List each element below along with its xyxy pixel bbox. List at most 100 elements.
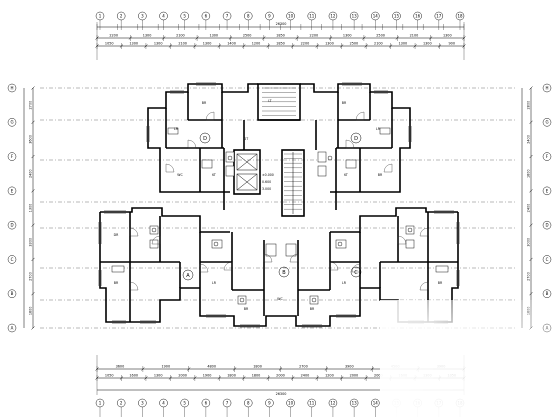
axis-bottom-label: 1 (99, 400, 102, 405)
fixture-bowl (213, 241, 219, 247)
axis-left-bubble (7, 289, 17, 298)
axis-bottom-bubble (95, 398, 105, 408)
axis-top-label: 2 (120, 13, 123, 18)
axis-bottom-bubble (244, 398, 253, 408)
fixture (317, 165, 327, 177)
right-dim-label: 2700 (527, 272, 531, 281)
axis-top-label: 6 (205, 13, 208, 18)
corner-fade (380, 300, 560, 420)
stair-treads (262, 87, 302, 214)
bottom-outer-dim-label: 2700 (299, 365, 308, 369)
room-label: LR (212, 281, 217, 285)
top-inner-dim-label: 2100 (374, 42, 383, 46)
left-dim-tick (31, 326, 35, 330)
room-label: WC (277, 297, 283, 301)
axis-top-bubble (95, 11, 105, 21)
right-dim-label: 2400 (527, 135, 531, 144)
fixture (265, 243, 277, 257)
axis-top-bubble (286, 11, 295, 21)
axis-bottom-label: 4 (162, 400, 165, 405)
left-dim-tick (31, 154, 35, 159)
door-swing (263, 253, 273, 263)
left-dim-label: 2400 (29, 169, 33, 178)
unit-tag-d-right: D (354, 136, 358, 142)
fixture-bowl (327, 155, 333, 161)
right-dim-label: 1800 (527, 169, 531, 178)
top-inner-dim-label: 1300 (325, 42, 334, 46)
bottom-inner-dim-label: 1800 (227, 374, 236, 378)
left-dim-label: 2700 (29, 101, 33, 110)
top-outer-dim-label: 2200 (310, 34, 319, 38)
overall-width-top: 26300 (276, 22, 287, 26)
fixture (345, 159, 357, 169)
axis-top-bubble (222, 11, 232, 21)
fixture (285, 243, 297, 257)
door-swing (151, 235, 161, 245)
fixture-bowl (311, 297, 317, 303)
side-dimension-lines (23, 88, 532, 328)
room-label: WC (177, 173, 183, 177)
axis-top-bubble (244, 11, 253, 21)
axis-bottom-bubble (201, 398, 211, 408)
axis-bottom-label: 12 (330, 400, 336, 405)
axis-top-label: 18 (457, 13, 463, 18)
axis-right-label: B (546, 291, 549, 296)
top-inner-dim-label: 1300 (399, 42, 408, 46)
axis-top-bubble (349, 11, 359, 21)
door-swing (355, 111, 365, 121)
overall-width-bottom: 26300 (276, 392, 287, 396)
bottom-inner-dim-label: 2000 (350, 374, 359, 378)
room-label: BR (244, 307, 249, 311)
room-label: KT (344, 173, 348, 177)
bottom-inner-dim-label: 2000 (178, 374, 187, 378)
axis-top-label: 9 (268, 13, 271, 18)
fixture-bowl (337, 241, 343, 247)
top-outer-dim-label: 2500 (243, 34, 252, 38)
axis-top-label: 11 (309, 13, 315, 18)
axis-bottom-label: 11 (309, 400, 315, 405)
axis-top-bubble (392, 11, 401, 21)
right-dim-tick (529, 257, 533, 262)
axis-bottom-label: 5 (183, 400, 186, 405)
axis-left-bubble (7, 220, 17, 230)
right-dim-label: 3000 (527, 238, 531, 247)
axis-top-bubble (307, 11, 316, 21)
room-label: BR (378, 173, 383, 177)
left-dim-tick (31, 292, 35, 296)
axis-top-label: 1 (99, 13, 102, 18)
axis-right-bubble (542, 220, 552, 230)
top-inner-dim-label: 1050 (105, 42, 114, 46)
fixture-bowl (151, 227, 157, 233)
bottom-outer-dim-label: 1800 (253, 365, 262, 369)
top-inner-dim-label: 900 (449, 42, 455, 46)
axis-top-bubble (265, 11, 274, 21)
top-outer-dim-label: 1300 (443, 34, 452, 38)
bottom-inner-dim-label: 1300 (154, 374, 163, 378)
door-swing (129, 281, 139, 291)
top-inner-dim-label: 1400 (227, 42, 236, 46)
axis-top-bubble (434, 11, 444, 21)
axis-top-label: 8 (247, 13, 250, 18)
axis-top-bubble (328, 11, 338, 21)
axis-right-bubble (542, 152, 552, 161)
top-inner-dim-label: 1850 (276, 42, 285, 46)
axis-top-bubble (116, 11, 126, 21)
axis-bottom-bubble (222, 398, 232, 408)
axis-left-bubble (7, 255, 17, 264)
axis-left-label: C (11, 257, 14, 262)
room-label: LR (174, 127, 179, 131)
top-outer-dim-label: 1300 (343, 34, 352, 38)
door-swing (205, 111, 215, 121)
elevation-notes: ±0.000 0.600 3.000 (262, 173, 274, 191)
axis-bottom-label: 10 (288, 400, 294, 405)
fixtures (111, 127, 449, 305)
axis-left-label: A (11, 325, 14, 330)
top-inner-dim-label: 1300 (203, 42, 212, 46)
door-swing (351, 263, 361, 273)
room-label: LR (342, 281, 347, 285)
upper-block-walls (147, 83, 411, 217)
